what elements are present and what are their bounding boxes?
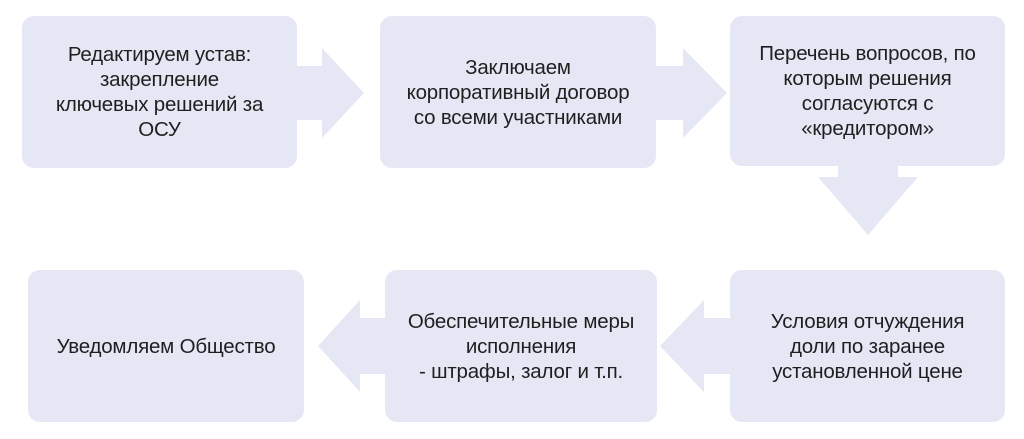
arrow-left-1	[660, 300, 732, 392]
arrow-down	[818, 165, 918, 235]
arrow-right-1	[296, 48, 364, 138]
arrow-right-2	[655, 48, 727, 138]
step-6-box: Уведомляем Общество	[28, 270, 304, 422]
arrow-left-2	[318, 300, 388, 392]
step-5-box: Обеспечительные меры исполнения - штрафы…	[385, 270, 657, 422]
step-3-box: Перечень вопросов, по которым решения со…	[730, 16, 1005, 166]
step-2-box: Заключаем корпоративный договор со всеми…	[380, 16, 656, 168]
step-4-box: Условия отчуждения доли по заранее устан…	[730, 270, 1005, 422]
step-1-box: Редактируем устав: закрепление ключевых …	[22, 16, 297, 168]
